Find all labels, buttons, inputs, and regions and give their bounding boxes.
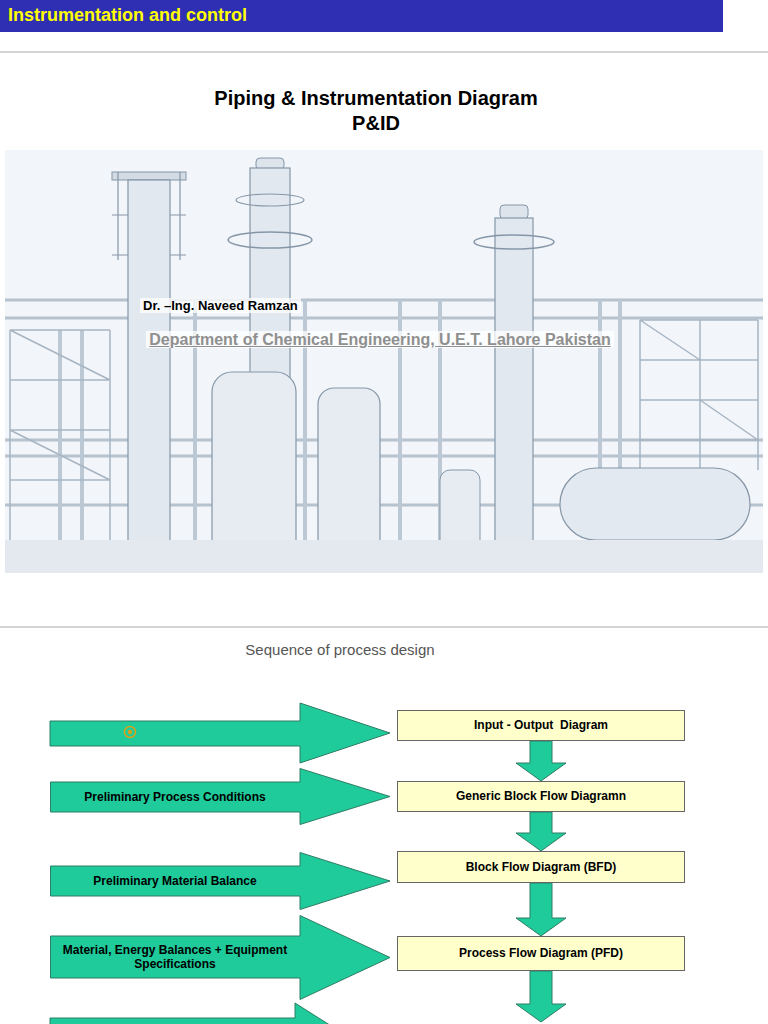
department-name-wrap: Department of Chemical Engineering, U.E.… bbox=[60, 331, 700, 349]
header-text: Instrumentation and control bbox=[8, 5, 247, 27]
bullet-icon bbox=[125, 727, 136, 738]
arrow-outline bbox=[51, 853, 391, 910]
slide-title: Piping & Instrumentation Diagram P&ID bbox=[201, 86, 551, 136]
column-right-platform bbox=[474, 235, 554, 249]
input-arrow: Preliminary Material Balance bbox=[50, 852, 390, 910]
arrow-body: Preliminary Process Conditions bbox=[50, 782, 300, 812]
small-vessel bbox=[440, 470, 480, 550]
stage-box: Block Flow Diagram (BFD) bbox=[397, 851, 685, 883]
stage-label: Generic Block Flow Diagramn bbox=[456, 789, 626, 803]
author-name-wrap: Dr. –Ing. Naveed Ramzan bbox=[140, 296, 301, 314]
column-mid-platform bbox=[228, 232, 312, 248]
stage-box: Process Flow Diagram (PFD) bbox=[397, 936, 685, 971]
separator-line bbox=[0, 627, 768, 628]
distillation-column-left bbox=[128, 180, 170, 570]
input-label: Material, Energy Balances + Equipment Sp… bbox=[58, 943, 292, 972]
photo-background bbox=[5, 150, 763, 573]
section-heading: Sequence of process design bbox=[242, 641, 437, 658]
department-name: Department of Chemical Engineering, U.E.… bbox=[146, 331, 613, 348]
stage-label: Block Flow Diagram (BFD) bbox=[466, 860, 617, 874]
input-label: Preliminary Material Balance bbox=[93, 874, 256, 888]
input-label: Preliminary Process Conditions bbox=[84, 790, 265, 804]
column-mid-platform bbox=[236, 194, 304, 206]
column-left-platform bbox=[112, 172, 186, 180]
separator-line bbox=[0, 52, 768, 53]
flow-arrow bbox=[516, 741, 566, 781]
section-heading-wrap: Sequence of process design bbox=[190, 641, 490, 659]
flow-arrow bbox=[516, 971, 566, 1022]
structure-right bbox=[640, 320, 758, 470]
input-arrow bbox=[50, 1003, 385, 1024]
arrow-body: Preliminary Material Balance bbox=[50, 866, 300, 896]
stage-box: Generic Block Flow Diagramn bbox=[397, 781, 685, 812]
arrow-outline bbox=[51, 916, 391, 1000]
structure-left bbox=[10, 330, 110, 540]
arrow-body: Material, Energy Balances + Equipment Sp… bbox=[50, 936, 300, 978]
bullet-icon bbox=[128, 730, 132, 734]
distillation-column-right bbox=[495, 218, 533, 570]
column-right-cap bbox=[500, 205, 528, 219]
input-arrow bbox=[50, 703, 390, 763]
author-name: Dr. –Ing. Naveed Ramzan bbox=[140, 298, 301, 313]
title-block: Piping & Instrumentation Diagram P&ID bbox=[201, 86, 551, 136]
input-arrow: Preliminary Process Conditions bbox=[50, 768, 390, 825]
stage-box: Input - Output Diagram bbox=[397, 710, 685, 741]
arrow-shape bbox=[50, 915, 390, 1000]
horizontal-vessel bbox=[560, 468, 750, 540]
input-arrow: Material, Energy Balances + Equipment Sp… bbox=[50, 915, 390, 1000]
ground bbox=[5, 540, 763, 573]
header-band: Instrumentation and control bbox=[0, 0, 723, 32]
stage-label: Input - Output Diagram bbox=[474, 718, 608, 732]
flow-arrow bbox=[516, 883, 566, 936]
stage-label: Process Flow Diagram (PFD) bbox=[459, 946, 623, 960]
arrow-outline bbox=[51, 769, 391, 825]
flow-arrow bbox=[516, 812, 566, 851]
